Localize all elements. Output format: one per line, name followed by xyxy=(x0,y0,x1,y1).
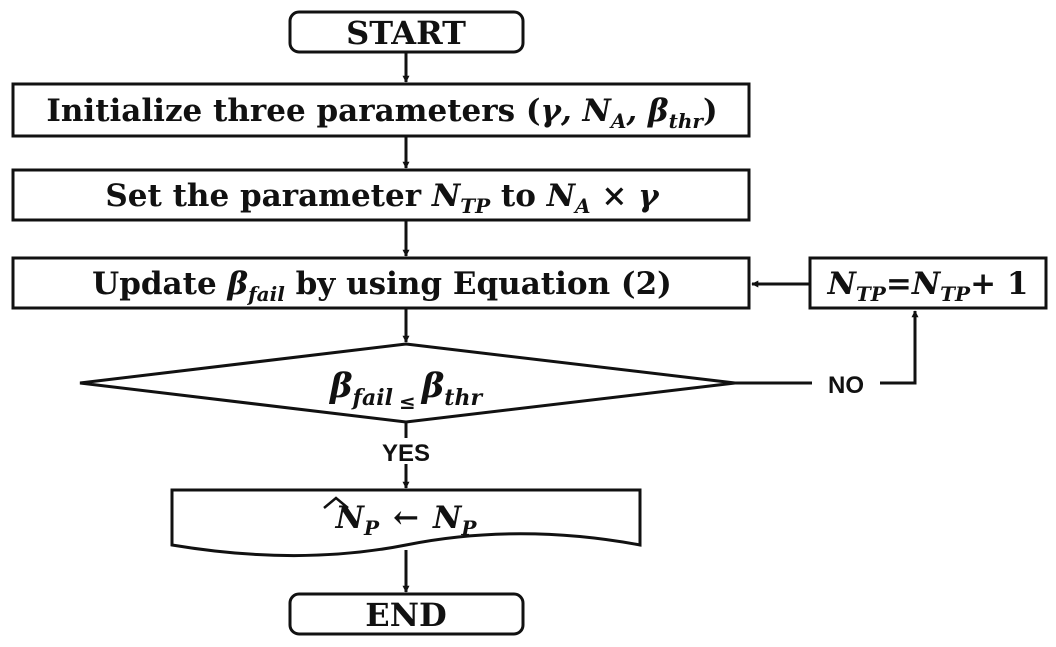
increment-text: NTP=NTP+ 1 xyxy=(827,266,1029,306)
no-label: NO xyxy=(828,372,864,399)
init-process-box: Initialize three parameters (γ, NA, βthr… xyxy=(11,82,751,138)
init-text: Initialize three parameters (γ, NA, βthr… xyxy=(46,93,717,133)
increment-process-box: NTP=NTP+ 1 xyxy=(808,256,1048,310)
no-branch-path xyxy=(735,310,919,385)
hat-accent xyxy=(323,496,349,509)
update-text: Update βfail by using Equation (2) xyxy=(92,266,672,306)
output-box: NP←NP xyxy=(170,488,642,557)
decision-text: βfail≤βthr xyxy=(328,366,484,414)
set-param-process-box: Set the parameter NTP to NA × γ xyxy=(11,168,751,222)
set-param-text: Set the parameter NTP to NA × γ xyxy=(105,178,660,218)
yes-label: YES xyxy=(382,440,430,467)
start-label: START xyxy=(346,14,466,52)
decision-diamond: βfail≤βthr xyxy=(79,342,736,424)
start-terminal: START xyxy=(288,10,525,54)
update-process-box: Update βfail by using Equation (2) xyxy=(11,256,751,310)
end-terminal: END xyxy=(288,592,525,636)
output-text: NP←NP xyxy=(335,500,478,540)
end-label: END xyxy=(365,596,446,634)
